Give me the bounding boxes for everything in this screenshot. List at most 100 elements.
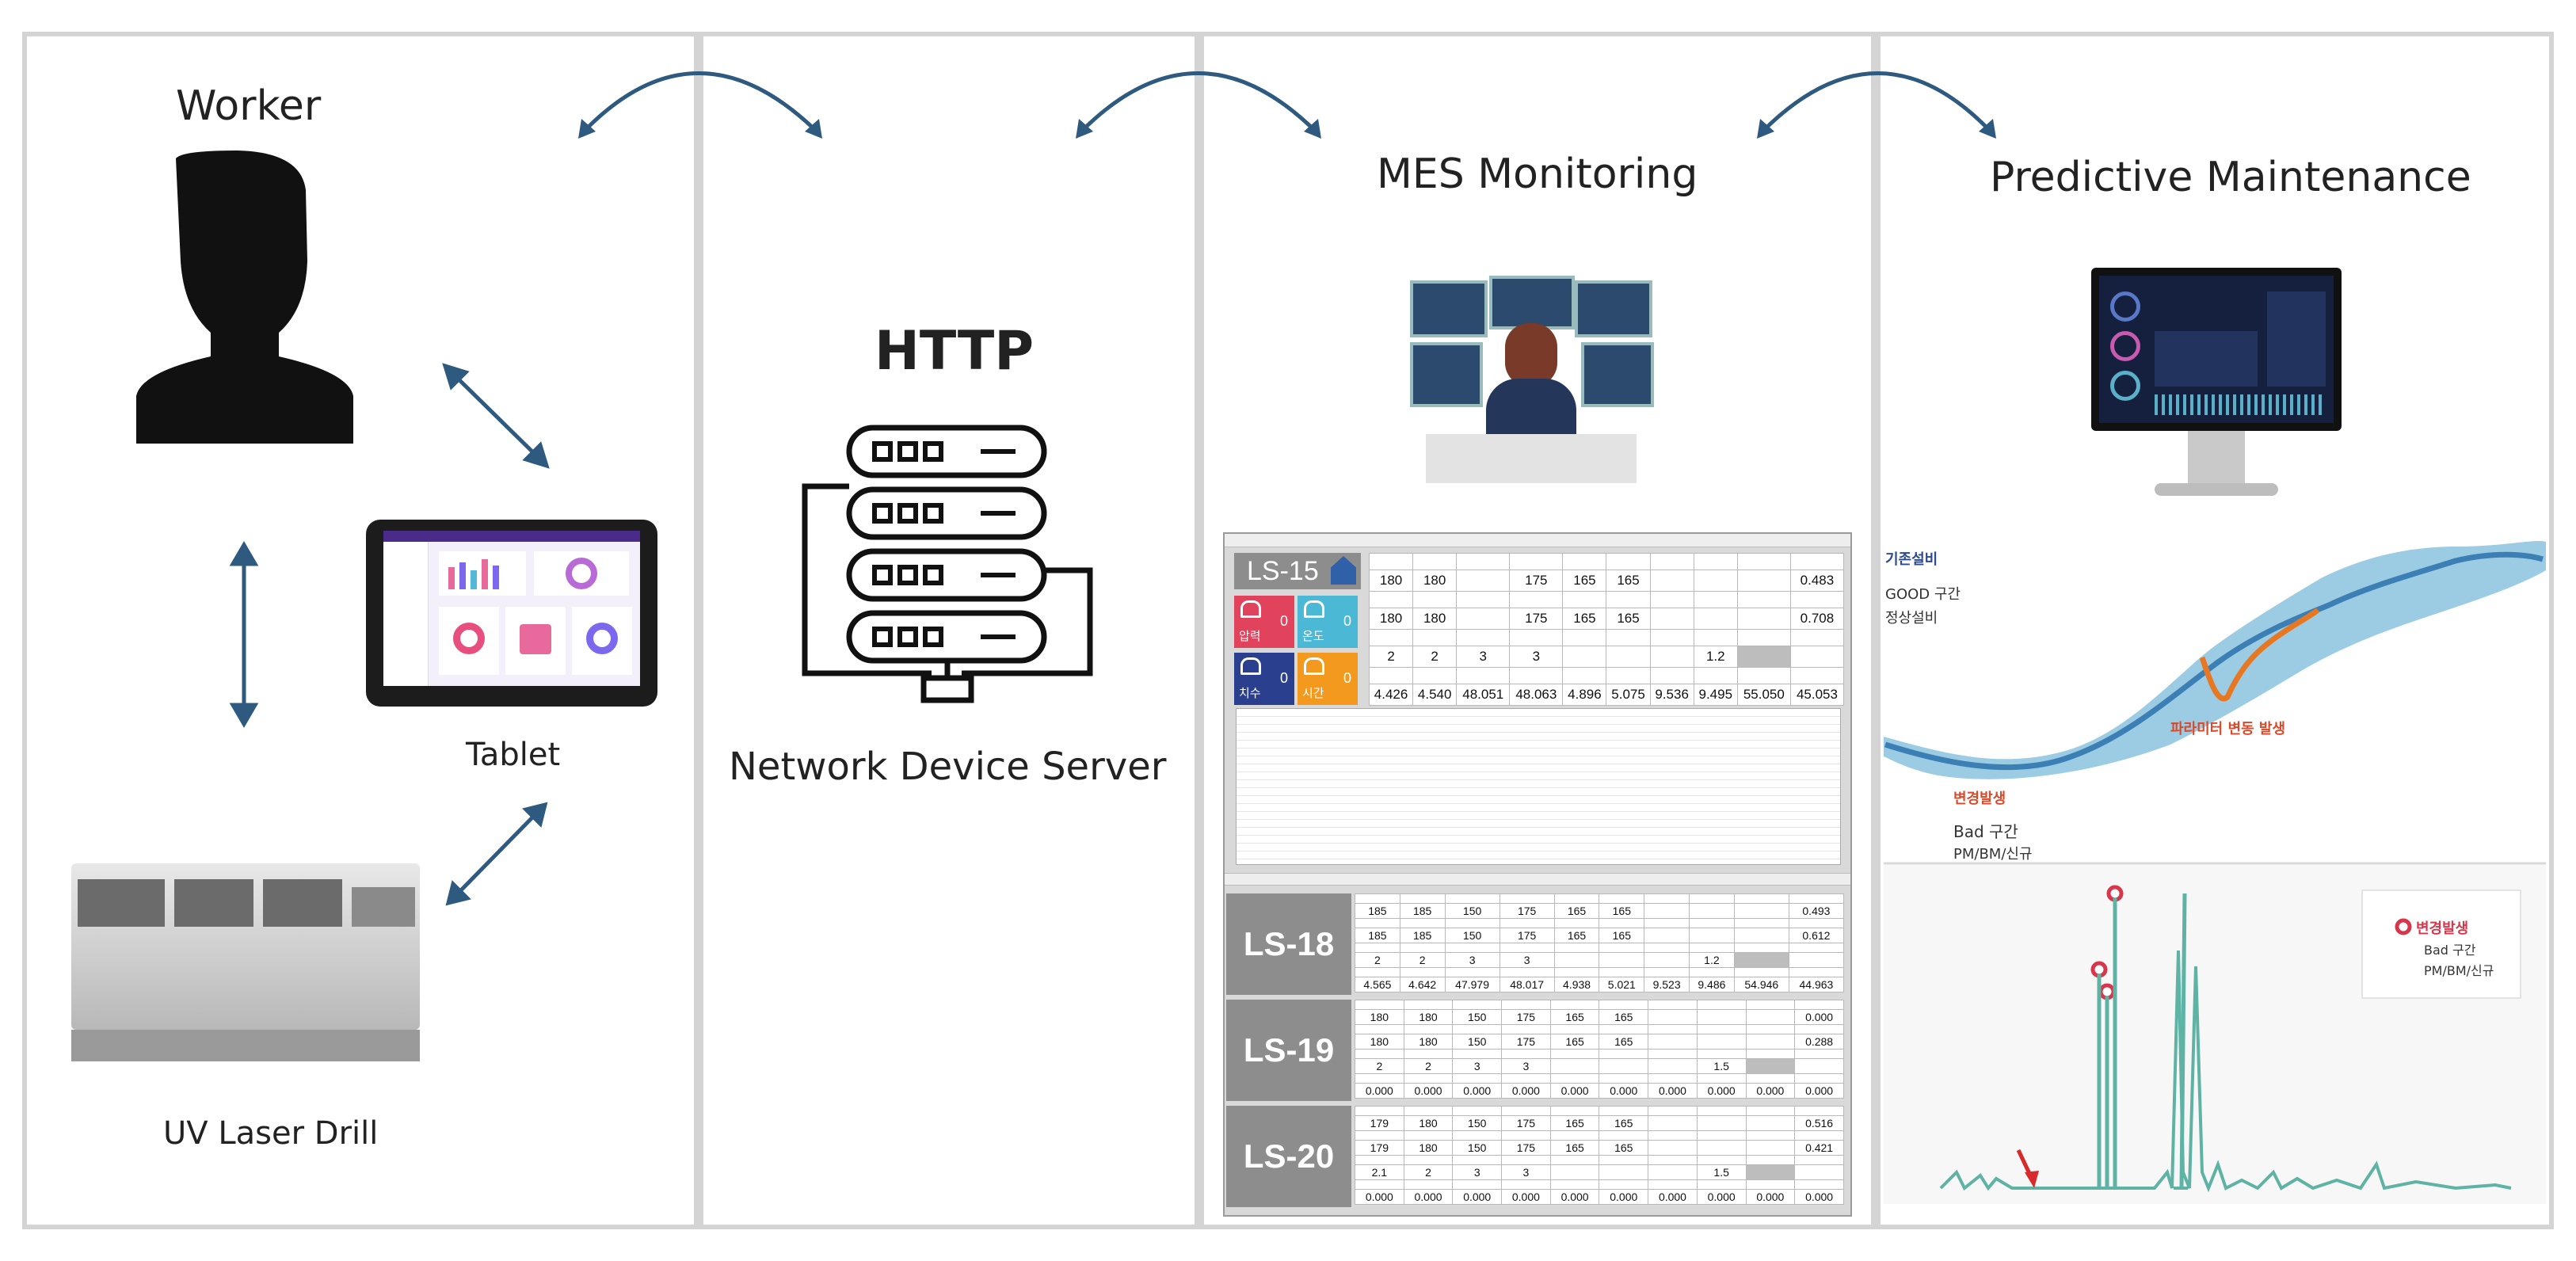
header-cell (1403, 1000, 1454, 1010)
value-cell: 2 (1403, 1058, 1454, 1074)
ls15-tile-label: 온도 (1302, 629, 1324, 643)
header-cell (1355, 1024, 1404, 1034)
header-cell (1649, 667, 1694, 684)
header-cell (1355, 1106, 1404, 1116)
header-cell (1452, 1155, 1503, 1165)
value-cell: 185 (1399, 928, 1446, 943)
header-cell (1745, 1049, 1796, 1059)
header-cell (1649, 629, 1694, 646)
header-cell (1403, 1024, 1454, 1034)
header-cell (1549, 1000, 1600, 1010)
header-cell (1606, 667, 1651, 684)
header-cell (1399, 943, 1446, 953)
value-cell: 9.486 (1689, 977, 1735, 992)
value-cell: 165 (1549, 1009, 1600, 1025)
value-cell: 2 (1399, 952, 1446, 968)
header-cell (1599, 1106, 1649, 1116)
header-cell (1599, 1049, 1649, 1059)
header-cell (1452, 1000, 1503, 1010)
value-cell: 9.523 (1644, 977, 1690, 992)
value-cell: 175 (1499, 903, 1555, 919)
value-cell: 3 (1501, 1058, 1551, 1074)
gauge-icon (1240, 600, 1261, 618)
header-cell (1549, 1024, 1600, 1034)
value-cell: 185 (1355, 903, 1400, 919)
value-cell: 2 (1368, 646, 1414, 668)
legend-pmbm: PM/BM/신규 (2424, 963, 2494, 978)
value-cell: 175 (1509, 570, 1564, 592)
value-cell: 0.000 (1355, 1189, 1404, 1205)
value-cell: 180 (1368, 570, 1414, 592)
header-cell (1549, 1049, 1600, 1059)
value-cell (1644, 928, 1690, 943)
header-cell (1733, 967, 1789, 977)
value-cell (1648, 1164, 1698, 1180)
header-cell (1549, 1130, 1600, 1141)
value-cell: 48.051 (1456, 684, 1511, 706)
ruler-icon (1240, 657, 1261, 675)
header-cell (1509, 591, 1564, 608)
value-cell (1794, 1164, 1844, 1180)
value-cell: 3 (1452, 1164, 1503, 1180)
header-cell (1696, 1049, 1747, 1059)
header-cell (1599, 918, 1645, 928)
header-cell (1644, 943, 1690, 953)
header-cell (1456, 553, 1511, 570)
value-cell: 0.000 (1696, 1083, 1747, 1099)
header-cell (1549, 1155, 1600, 1165)
header-cell (1562, 629, 1607, 646)
value-cell: 0.000 (1403, 1083, 1454, 1099)
value-cell: 5.021 (1599, 977, 1645, 992)
value-cell: 44.963 (1788, 977, 1845, 992)
value-cell (1599, 1058, 1649, 1074)
header-cell (1355, 918, 1400, 928)
value-cell: 165 (1562, 570, 1607, 592)
value-cell (1456, 570, 1511, 592)
pm-existing-label: 기존설비 (1885, 551, 1938, 568)
value-cell (1736, 646, 1791, 668)
value-cell: 0.000 (1452, 1189, 1503, 1205)
value-cell: 0.483 (1789, 570, 1845, 592)
value-cell: 3 (1456, 646, 1511, 668)
header-cell (1501, 1130, 1551, 1141)
value-cell (1733, 952, 1789, 968)
value-cell: 0.000 (1549, 1083, 1600, 1099)
ls15-tile-value: 0 (1279, 670, 1288, 686)
header-cell (1562, 553, 1607, 570)
value-cell: 0.288 (1794, 1034, 1844, 1050)
legend-title: 변경발생 (2416, 920, 2469, 937)
header-cell (1693, 629, 1738, 646)
value-cell (1693, 570, 1738, 592)
value-cell: 0.000 (1794, 1009, 1844, 1025)
value-cell: 3 (1444, 952, 1500, 968)
header-cell (1368, 667, 1414, 684)
header-cell (1599, 1155, 1649, 1165)
header-cell (1403, 1179, 1454, 1190)
tablet-screen (383, 531, 640, 686)
value-cell: 2 (1412, 646, 1458, 668)
drill-label: UV Laser Drill (163, 1115, 379, 1152)
header-cell (1644, 918, 1690, 928)
header-cell (1794, 1000, 1844, 1010)
header-cell (1412, 591, 1458, 608)
value-cell (1689, 903, 1735, 919)
header-cell (1355, 1179, 1404, 1190)
header-cell (1452, 1130, 1503, 1141)
value-cell: 4.896 (1562, 684, 1607, 706)
value-cell: 0.000 (1355, 1083, 1404, 1099)
value-cell: 0.493 (1788, 903, 1845, 919)
value-cell: 0.000 (1452, 1083, 1503, 1099)
value-cell: 185 (1355, 928, 1400, 943)
header-cell (1648, 1000, 1698, 1010)
value-cell: 54.946 (1733, 977, 1789, 992)
header-cell (1794, 1049, 1844, 1059)
header-cell (1696, 1179, 1747, 1190)
value-cell: 48.017 (1499, 977, 1555, 992)
header-cell (1553, 967, 1600, 977)
value-cell (1606, 646, 1651, 668)
header-cell (1794, 1073, 1844, 1084)
header-cell (1399, 918, 1446, 928)
header-cell (1403, 1073, 1454, 1084)
